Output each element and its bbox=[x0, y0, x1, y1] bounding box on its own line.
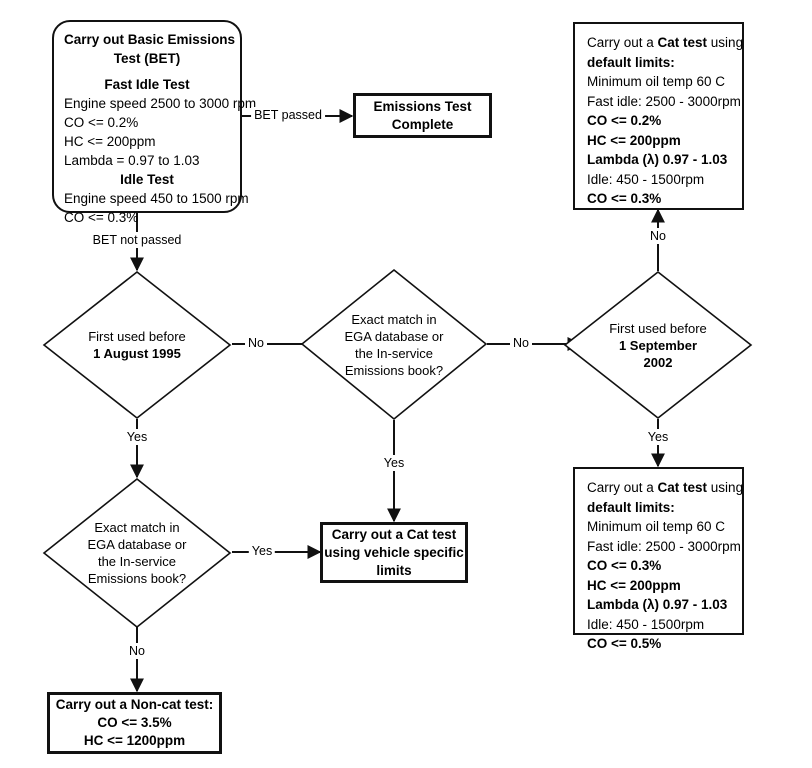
edge-label-2002-no: No bbox=[647, 228, 669, 244]
cat-bottom-line-9: CO <= 0.5% bbox=[587, 636, 662, 651]
node-non-cat-test: Carry out a Non-cat test: CO <= 3.5% HC … bbox=[47, 692, 222, 754]
edge-label-1995-no: No bbox=[245, 335, 267, 351]
diamond-shape-exact-match-left bbox=[42, 477, 232, 629]
node-decision-exact-match-left: Exact match in EGA database or the In-se… bbox=[42, 477, 232, 629]
decision-exact-match-middle-label: Exact match in EGA database or the In-se… bbox=[300, 268, 488, 421]
edge-label-mid-yes: Yes bbox=[380, 455, 408, 471]
cat-top-line-2: default limits: bbox=[587, 54, 675, 70]
decision-left-line-2: EGA database or bbox=[87, 537, 187, 552]
decision-2002-label: First used before 1 September 2002 bbox=[563, 270, 753, 420]
non-cat-line-1: Carry out a Non-cat test: bbox=[55, 697, 214, 712]
diamond-shape-exact-match-middle bbox=[300, 268, 488, 421]
cat-top-line-8: Idle: 450 - 1500rpm bbox=[587, 171, 705, 187]
decision-left-line-1: Exact match in bbox=[94, 520, 180, 535]
decision-1995-label: First used before 1 August 1995 bbox=[42, 270, 232, 420]
node-cat-test-vehicle-specific: Carry out a Cat test using vehicle speci… bbox=[320, 522, 468, 583]
cat-bottom-line-5: CO <= 0.3% bbox=[587, 558, 662, 573]
bet-line-hc-fast: HC <= 200ppm bbox=[64, 134, 156, 149]
cat-bottom-l1-a: Carry out a bbox=[587, 480, 658, 495]
bet-spacer-1 bbox=[64, 68, 230, 75]
node-decision-exact-match-middle: Exact match in EGA database or the In-se… bbox=[300, 268, 488, 421]
decision-2002-line-2: 1 September bbox=[618, 337, 698, 353]
bet-line-engine-speed-fast: Engine speed 2500 to 3000 rpm bbox=[64, 96, 257, 111]
non-cat-line-2: CO <= 3.5% bbox=[97, 715, 172, 730]
decision-mid-line-4: Emissions book? bbox=[344, 362, 444, 378]
decision-mid-line-1: Exact match in bbox=[351, 311, 437, 327]
edge-label-mid-no: No bbox=[510, 335, 532, 351]
node-decision-first-used-1995: First used before 1 August 1995 bbox=[42, 270, 232, 420]
edge-label-left-yes: Yes bbox=[248, 543, 276, 559]
decision-mid-line-3: the In-service bbox=[354, 345, 434, 361]
decision-mid-line-2: EGA database or bbox=[344, 328, 444, 344]
decision-2002-line-3: 2002 bbox=[643, 354, 673, 370]
emissions-complete-line-1: Emissions Test bbox=[373, 98, 472, 114]
decision-2002-line-1: First used before bbox=[609, 320, 707, 336]
bet-line-engine-speed-idle: Engine speed 450 to 1500 rpm bbox=[64, 191, 249, 206]
bet-line-2: Test (BET) bbox=[113, 51, 181, 66]
cat-top-l1-b: Cat test bbox=[657, 35, 708, 50]
cat-top-l1-c: using bbox=[707, 35, 744, 50]
cat-bottom-line-7: Lambda (λ) 0.97 - 1.03 bbox=[587, 597, 728, 612]
edge-label-2002-yes: Yes bbox=[644, 429, 672, 445]
cat-bottom-line-1: Carry out a Cat test using bbox=[587, 478, 743, 498]
cat-top-line-1: Carry out a Cat test using bbox=[587, 33, 743, 53]
cat-bottom-l1-b: Cat test bbox=[657, 480, 708, 495]
cat-bottom-line-4: Fast idle: 2500 - 3000rpm bbox=[587, 538, 741, 554]
decision-1995-line-2: 1 August 1995 bbox=[93, 346, 181, 361]
diamond-shape-1995 bbox=[42, 270, 232, 420]
cat-bottom-line-3: Minimum oil temp 60 C bbox=[587, 519, 726, 534]
cat-top-line-6: HC <= 200ppm bbox=[587, 132, 681, 148]
cat-top-l1-a: Carry out a bbox=[587, 35, 658, 50]
cat-bottom-l1-c: using bbox=[707, 480, 744, 495]
bet-line-1: Carry out Basic Emissions bbox=[64, 32, 236, 47]
cat-bottom-line-2: default limits: bbox=[587, 499, 675, 515]
decision-exact-match-left-label: Exact match in EGA database or the In-se… bbox=[42, 477, 232, 629]
cat-specific-text: Carry out a Cat test using vehicle speci… bbox=[324, 526, 464, 580]
decision-left-line-3: the In-service bbox=[97, 554, 177, 569]
bet-line-co-fast: CO <= 0.2% bbox=[64, 115, 139, 130]
bet-line-lambda: Lambda = 0.97 to 1.03 bbox=[64, 153, 200, 168]
emissions-complete-line-2: Complete bbox=[391, 116, 454, 132]
node-basic-emissions-test: Carry out Basic Emissions Test (BET) Fas… bbox=[52, 20, 257, 225]
bet-line-idle-heading: Idle Test bbox=[120, 172, 174, 187]
decision-1995-line-1: First used before bbox=[88, 329, 186, 344]
cat-top-line-7: Lambda (λ) 0.97 - 1.03 bbox=[587, 152, 728, 167]
decision-left-line-4: Emissions book? bbox=[87, 571, 187, 586]
edge-label-bet-passed: BET passed bbox=[251, 107, 325, 123]
cat-top-line-4: Fast idle: 2500 - 3000rpm bbox=[587, 93, 741, 109]
bet-line-fast-idle-heading: Fast Idle Test bbox=[104, 77, 190, 92]
cat-bottom-line-6: HC <= 200ppm bbox=[587, 577, 681, 593]
node-emissions-test-complete: Emissions Test Complete bbox=[353, 93, 492, 138]
bet-line-co-idle: CO <= 0.3% bbox=[64, 210, 139, 225]
non-cat-text: Carry out a Non-cat test: CO <= 3.5% HC … bbox=[56, 696, 214, 750]
edge-label-1995-yes: Yes bbox=[123, 429, 151, 445]
edge-label-bet-not-passed: BET not passed bbox=[89, 232, 185, 248]
diamond-shape-2002 bbox=[563, 270, 753, 420]
node-cat-test-default-limits-bottom: Carry out a Cat test using default limit… bbox=[573, 467, 744, 651]
cat-specific-line-2: using vehicle specific bbox=[324, 544, 464, 560]
non-cat-line-3: HC <= 1200ppm bbox=[83, 733, 186, 748]
emissions-complete-text: Emissions Test Complete bbox=[373, 98, 471, 134]
edge-label-left-no: No bbox=[126, 643, 148, 659]
node-decision-first-used-2002: First used before 1 September 2002 bbox=[563, 270, 753, 420]
node-cat-test-default-limits-top: Carry out a Cat test using default limit… bbox=[573, 22, 744, 210]
cat-top-line-5: CO <= 0.2% bbox=[587, 113, 662, 128]
cat-top-line-9: CO <= 0.3% bbox=[587, 191, 662, 206]
cat-bottom-line-8: Idle: 450 - 1500rpm bbox=[587, 616, 705, 632]
cat-top-line-3: Minimum oil temp 60 C bbox=[587, 74, 726, 89]
cat-specific-line-1: Carry out a Cat test bbox=[331, 526, 457, 542]
cat-specific-line-3: limits bbox=[376, 562, 412, 578]
